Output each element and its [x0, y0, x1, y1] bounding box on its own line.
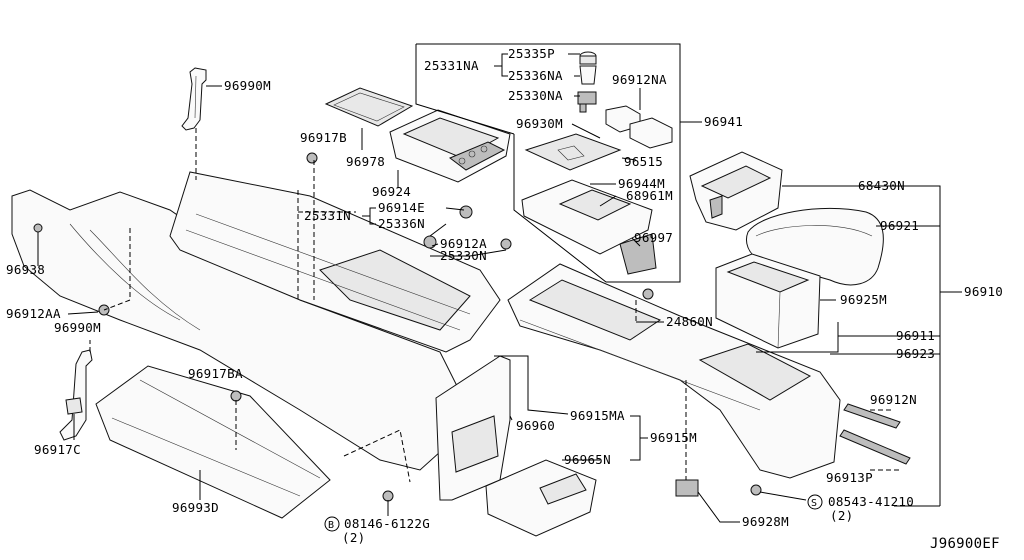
mat-96978	[324, 87, 414, 127]
callout-96913p: 96913P	[826, 470, 873, 485]
callout-25336na: 25336NA	[508, 68, 563, 83]
console-frame	[169, 171, 501, 353]
callout-08543-group: S 08543-41210 (2)	[807, 494, 914, 523]
callout-96912a: 96912A	[440, 236, 487, 251]
callout-96917c: 96917C	[34, 442, 81, 457]
leader-lines	[37, 43, 962, 523]
indicator-96944m	[521, 179, 657, 275]
callout-24860n: 24860N	[666, 314, 713, 329]
callout-96938: 96938	[6, 262, 45, 277]
callout-96941: 96941	[704, 114, 743, 129]
rail-96913p	[839, 429, 911, 465]
callout-96915m: 96915M	[650, 430, 697, 445]
callout-96960: 96960	[516, 418, 555, 433]
callout-96928m: 96928M	[742, 514, 789, 529]
callout-96923: 96923	[896, 346, 935, 361]
lid-68430n	[689, 151, 783, 231]
bracket-96912na	[605, 105, 673, 149]
callout-08543-qty: (2)	[830, 508, 853, 523]
callout-25336n: 25336N	[378, 216, 425, 231]
callout-96921: 96921	[880, 218, 919, 233]
socket-stack-25331na	[577, 51, 597, 113]
callout-96910: 96910	[964, 284, 1003, 299]
plate-96930m	[524, 133, 622, 171]
callout-68961m: 68961M	[626, 188, 673, 203]
callout-96990m-low: 96990M	[54, 320, 101, 335]
switch-96928m	[675, 479, 699, 497]
panel-96960	[435, 355, 511, 501]
callout-96515: 96515	[624, 154, 663, 169]
drawer-96965n	[485, 459, 597, 537]
callout-96925m: 96925M	[840, 292, 887, 307]
callout-96912n: 96912N	[870, 392, 917, 407]
s-marker: S	[811, 498, 817, 509]
callout-96944m: 96944M	[618, 176, 665, 191]
callout-96990m-top: 96990M	[224, 78, 271, 93]
callout-96965n: 96965N	[564, 452, 611, 467]
callout-96930m: 96930M	[516, 116, 563, 131]
callout-25335p: 25335P	[508, 46, 555, 61]
rail-96912n	[843, 403, 901, 429]
tray-96924	[389, 109, 511, 183]
box-96925m	[715, 253, 821, 349]
callout-96978: 96978	[346, 154, 385, 169]
bracket-96990m-top	[181, 67, 207, 131]
callout-08543: 08543-41210	[828, 494, 914, 509]
callout-96917ba: 96917BA	[188, 366, 243, 381]
b-marker: B	[328, 520, 334, 531]
callout-96915ma: 96915MA	[570, 408, 625, 423]
callout-25331n: 25331N	[304, 208, 351, 223]
callout-25331na: 25331NA	[424, 58, 479, 73]
callout-68430n: 68430N	[858, 178, 905, 193]
callout-96993d: 96993D	[172, 500, 219, 515]
diagram-id: J96900EF	[930, 536, 1000, 552]
callout-25330n: 25330N	[440, 248, 487, 263]
callout-96912aa: 96912AA	[6, 306, 61, 321]
callout-08146-group: B 08146-6122G (2)	[324, 516, 430, 545]
bracket-96990m-low	[59, 349, 93, 441]
clip-96917c	[65, 397, 83, 415]
bracket-96993d	[95, 365, 331, 519]
callout-08146: 08146-6122G	[344, 516, 430, 531]
callout-96917b: 96917B	[300, 130, 347, 145]
callout-labels: 25331NA 25335P 25336NA 25330NA 96912NA 9…	[6, 46, 1003, 552]
callout-96914e: 96914E	[378, 200, 425, 215]
rear-console-96910	[507, 263, 841, 479]
side-panel-96938	[11, 189, 461, 471]
callout-08146-qty: (2)	[342, 530, 365, 545]
callout-96912na: 96912NA	[612, 72, 667, 87]
callout-96924: 96924	[372, 184, 411, 199]
callout-96997: 96997	[634, 230, 673, 245]
callout-96911: 96911	[896, 328, 935, 343]
callout-25330na: 25330NA	[508, 88, 563, 103]
